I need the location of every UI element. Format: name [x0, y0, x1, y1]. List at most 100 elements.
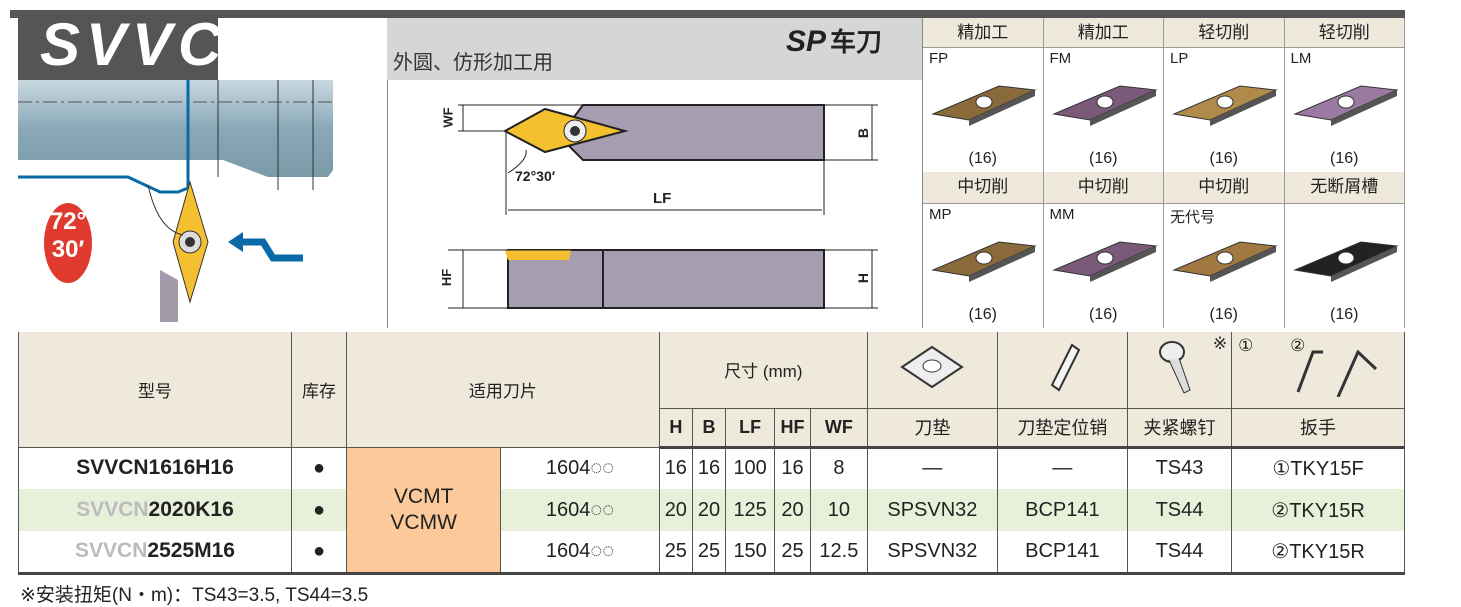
insert-code: MP — [929, 206, 952, 223]
wrench-1-mark: ① — [1238, 336, 1254, 355]
insert-category: 精加工 — [923, 18, 1044, 48]
insert-cell: 1604◌◌ — [500, 531, 660, 575]
insert-card: 无代号 (16) — [1164, 204, 1285, 328]
wf-label: WF — [440, 107, 456, 128]
insert-count: (16) — [968, 150, 997, 167]
wf-cell: 12.5 — [809, 531, 868, 575]
insert-count: (16) — [1330, 306, 1359, 323]
insert-card: FP (16) — [923, 48, 1044, 172]
footnote: ※安装扭矩(N・m)：TS43=3.5, TS44=3.5 — [20, 585, 369, 606]
sp-logo-text: SP — [785, 25, 826, 58]
insert-card: MP (16) — [923, 204, 1044, 328]
subtitle: 外圆、仿形加工用 — [393, 52, 553, 74]
insert-code: MM — [1049, 206, 1075, 223]
insert-card: LM (16) — [1285, 48, 1405, 172]
model-prefix: SVVCN — [76, 498, 149, 521]
hf-cell: 16 — [774, 447, 811, 489]
hf-label: HF — [439, 268, 455, 287]
stock-cell: ● — [291, 489, 347, 531]
insert-cell: 1604◌◌ — [500, 489, 660, 531]
insert-count: (16) — [1089, 306, 1118, 323]
col-stock: 库存 — [291, 332, 347, 448]
angle-badge-line2: 30′ — [51, 236, 85, 263]
col-pin: 刀垫定位销 — [996, 408, 1128, 449]
pin-cell: BCP141 — [996, 531, 1128, 575]
insert-category: 轻切削 — [1164, 18, 1285, 48]
insert-card: (16) — [1285, 204, 1405, 328]
hf-cell: 20 — [774, 489, 811, 531]
pin-icon — [996, 332, 1128, 409]
model-cell: SVVCN2020K16 — [18, 489, 292, 531]
insert-image — [1292, 85, 1399, 126]
wf-cell: 8 — [809, 447, 868, 489]
note-mark: ※ — [1212, 334, 1228, 353]
col-wf: WF — [809, 408, 868, 449]
insert-image — [931, 241, 1037, 282]
screw-cell: TS44 — [1126, 531, 1233, 575]
model-cell: SVVCN1616H16 — [18, 447, 292, 489]
pin-cell: BCP141 — [996, 489, 1128, 531]
col-wrench: 扳手 — [1231, 408, 1405, 449]
insert-code: 无代号 — [1170, 209, 1216, 226]
insert-code: FM — [1049, 50, 1072, 67]
insert-category: 中切削 — [1164, 172, 1285, 204]
lf-label: LF — [653, 190, 672, 207]
angle-badge-line1: 72° — [49, 208, 87, 235]
col-lf: LF — [725, 408, 776, 449]
stock-cell: ● — [291, 447, 347, 489]
product-title: SVVC — [18, 10, 221, 80]
insert-image — [1292, 241, 1399, 282]
h-cell: 20 — [658, 489, 693, 531]
insert-image — [1172, 85, 1278, 126]
col-model: 型号 — [18, 332, 292, 448]
shim-cell: — — [866, 447, 998, 489]
wrench-cell: ①TKY15F — [1231, 447, 1405, 489]
insert-code: FP — [929, 50, 949, 67]
screw-icon: ※ — [1126, 332, 1233, 409]
col-b: B — [691, 408, 727, 449]
col-insert: 适用刀片 — [346, 332, 660, 448]
h-label: H — [855, 272, 872, 284]
wrench-cell: ②TKY15R — [1231, 531, 1405, 575]
sp-suffix: 车刀 — [829, 27, 882, 57]
insert-image — [931, 85, 1037, 126]
dimension-diagram: 72°30′ LF WF B HF H — [387, 80, 922, 328]
wf-cell: 10 — [809, 489, 868, 531]
model-code: SVVCN1616H16 — [76, 456, 234, 480]
screw-cell: TS43 — [1126, 447, 1233, 489]
insert-count: (16) — [1089, 150, 1118, 167]
screw-cell: TS44 — [1126, 489, 1233, 531]
b-cell: 20 — [691, 489, 727, 531]
insert-count: (16) — [968, 306, 997, 323]
insert-category: 精加工 — [1043, 18, 1164, 48]
h-cell: 16 — [658, 447, 693, 489]
insert-category: 无断屑槽 — [1284, 172, 1405, 204]
b-label: B — [855, 127, 872, 139]
h-cell: 25 — [658, 531, 693, 575]
insert-image — [1051, 85, 1158, 126]
insert-image — [1172, 241, 1278, 282]
lf-cell: 150 — [725, 531, 776, 575]
angle-label: 72°30′ — [515, 168, 556, 184]
model-cell: SVVCN2525M16 — [18, 531, 292, 575]
wrench-cell: ②TKY15R — [1231, 489, 1405, 531]
insert-cell: 1604◌◌ — [500, 447, 660, 489]
shim-cell: SPSVN32 — [866, 531, 998, 575]
insert-category: 中切削 — [1043, 172, 1164, 204]
top-bar — [10, 10, 1405, 18]
insert-image — [1051, 241, 1158, 282]
shim-icon — [866, 332, 998, 409]
model-prefix: SVVCN — [75, 539, 148, 563]
hf-cell: 25 — [774, 531, 811, 575]
shim-cell: SPSVN32 — [866, 489, 998, 531]
pin-cell: — — [996, 447, 1128, 489]
col-screw: 夹紧螺钉 — [1126, 408, 1233, 449]
insert-count: (16) — [1330, 150, 1359, 167]
model-code: 2525M16 — [147, 539, 235, 563]
